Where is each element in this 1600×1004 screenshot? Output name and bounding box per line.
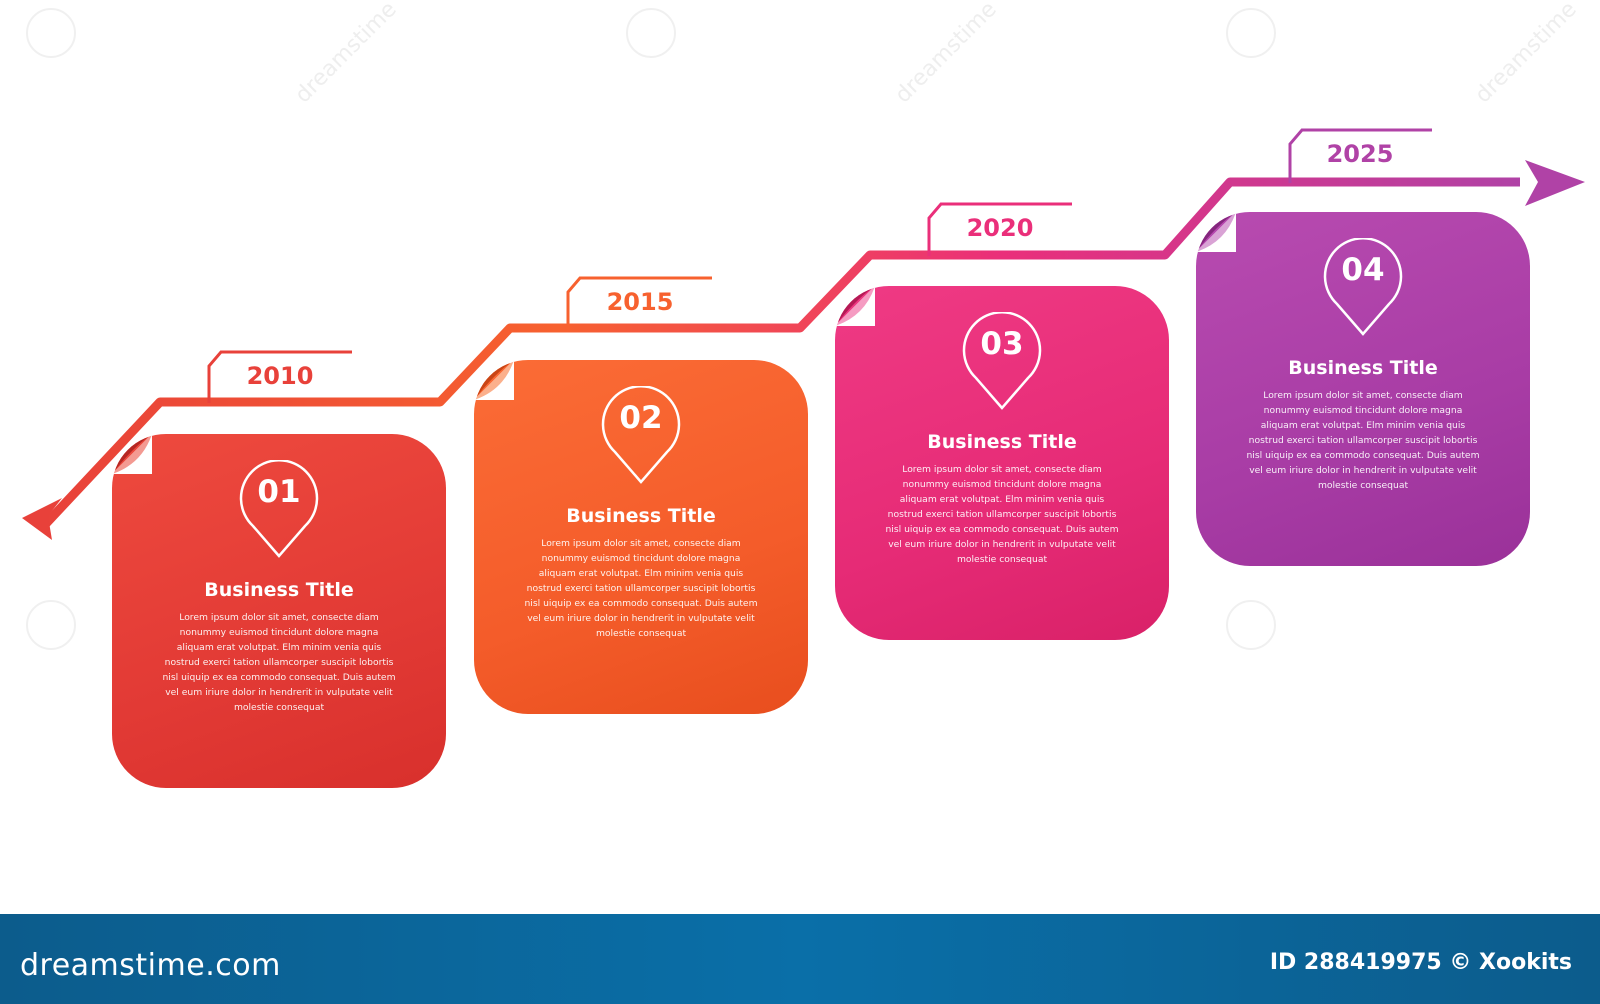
watermark-logo-icon (1226, 600, 1276, 650)
page-curl-icon (1196, 212, 1236, 252)
stock-footer-bar: dreamstime.com ID 288419975 © Xookits (0, 914, 1600, 1004)
map-pin-icon (962, 312, 1042, 410)
step-card-4: 04 Business Title Lorem ipsum dolor sit … (1196, 212, 1530, 566)
pin-marker: 04 (1321, 238, 1405, 338)
watermark-logo-icon (1226, 8, 1276, 58)
pin-marker: 03 (960, 312, 1044, 412)
watermark-logo-icon (26, 600, 76, 650)
card-body-text: Lorem ipsum dolor sit amet, consecte dia… (524, 538, 758, 639)
card-background (835, 286, 1169, 640)
card-title: Business Title (1288, 357, 1438, 379)
year-label-1: 2010 (246, 362, 314, 390)
brand-logo-text: dreamstime.com (20, 948, 281, 983)
step-number: 02 (619, 400, 663, 436)
card-background (1196, 212, 1530, 566)
watermark-logo-icon (26, 8, 76, 58)
year-label-2: 2015 (606, 288, 674, 316)
card-title: Business Title (204, 579, 354, 601)
card-body-text: Lorem ipsum dolor sit amet, consecte dia… (1246, 390, 1480, 491)
year-label-3: 2020 (966, 214, 1034, 242)
watermark-logo-icon (626, 8, 676, 58)
year-bracket-2 (566, 276, 712, 329)
step-card-2: 02 Business Title Lorem ipsum dolor sit … (474, 360, 808, 714)
year-bracket-3 (927, 202, 1072, 256)
card-background (474, 360, 808, 714)
year-bracket-4 (1288, 128, 1432, 183)
step-card-3: 03 Business Title Lorem ipsum dolor sit … (835, 286, 1169, 640)
map-pin-icon (601, 386, 681, 484)
year-bracket-1 (207, 350, 352, 403)
timeline-tail (22, 498, 62, 540)
step-card-1: 01 Business Title Lorem ipsum dolor sit … (112, 434, 446, 788)
card-title: Business Title (927, 431, 1077, 453)
card-body-text: Lorem ipsum dolor sit amet, consecte dia… (885, 464, 1119, 565)
step-number: 04 (1341, 252, 1385, 288)
year-label-4: 2025 (1326, 140, 1394, 168)
page-curl-icon (835, 286, 875, 326)
step-number: 01 (257, 474, 301, 510)
card-background (112, 434, 446, 788)
pin-marker: 01 (237, 460, 321, 560)
map-pin-icon (1323, 238, 1403, 336)
step-number: 03 (980, 326, 1024, 362)
card-title: Business Title (566, 505, 716, 527)
timeline-path-graphic (22, 128, 1585, 540)
pin-marker: 02 (599, 386, 683, 486)
timeline-infographic: 2010 2015 2020 2025 01 Business Title Lo… (22, 0, 1585, 788)
page-curl-icon (474, 360, 514, 400)
image-credit: ID 288419975 © Xookits (1269, 950, 1572, 975)
timeline-arrowhead (1525, 160, 1585, 206)
page-curl-icon (112, 434, 152, 474)
timeline-line (36, 177, 1520, 534)
card-body-text: Lorem ipsum dolor sit amet, consecte dia… (162, 612, 396, 713)
map-pin-icon (239, 460, 319, 558)
